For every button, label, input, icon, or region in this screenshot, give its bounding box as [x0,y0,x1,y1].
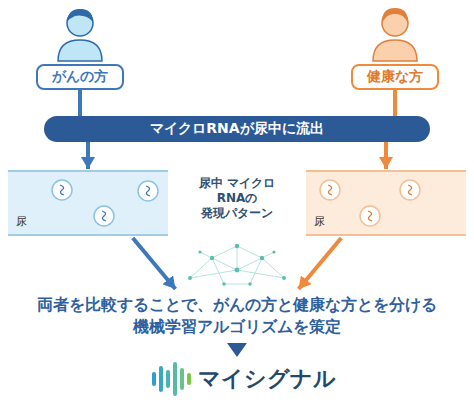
node-text: マイクロRNAが尿中に流出 [150,120,323,138]
process-band: マイクロRNAが尿中に流出 [44,116,430,142]
flow-arrow [227,343,247,357]
flow-arrow [299,238,342,289]
node-text: マイシグナル [198,364,336,394]
network-node [188,244,286,286]
flow-arrow [393,90,397,116]
pattern-label: 尿中 マイクロ RNAの 発現パターン [195,176,279,221]
patient-box: がんの方 [36,64,124,90]
microrna-strand [328,185,412,221]
flow-arrow [78,90,82,116]
urine-tube: 尿 [8,170,168,236]
logo-text: マイシグナル [198,362,356,396]
node-text: 尿 [16,214,27,229]
result-text: 両者を比較することで、がんの方と健康な方とを分ける 機械学習アルゴリズムを策定 [17,292,457,340]
flow-arrow [133,238,176,289]
microrna-molecule [52,180,158,226]
healthy-box: 健康な方 [351,64,439,90]
node-text: 尿 [314,214,325,229]
flow-arrow [384,142,388,169]
person-icon [373,8,417,61]
microrna-strand [60,185,150,221]
person-icon [58,9,102,61]
neural-network [190,246,284,284]
urine-fill [8,170,168,236]
node-text: 両者を比較することで、がんの方と健康な方とを分ける 機械学習アルゴリズムを策定 [17,294,457,339]
urine-tube: 尿 [306,170,466,236]
urine-fill [306,170,466,236]
microrna-molecule [320,180,420,226]
flow-arrow [86,142,90,169]
logo-mark [154,364,189,394]
node-text: がんの方 [52,68,108,86]
node-text: 健康な方 [367,68,423,86]
